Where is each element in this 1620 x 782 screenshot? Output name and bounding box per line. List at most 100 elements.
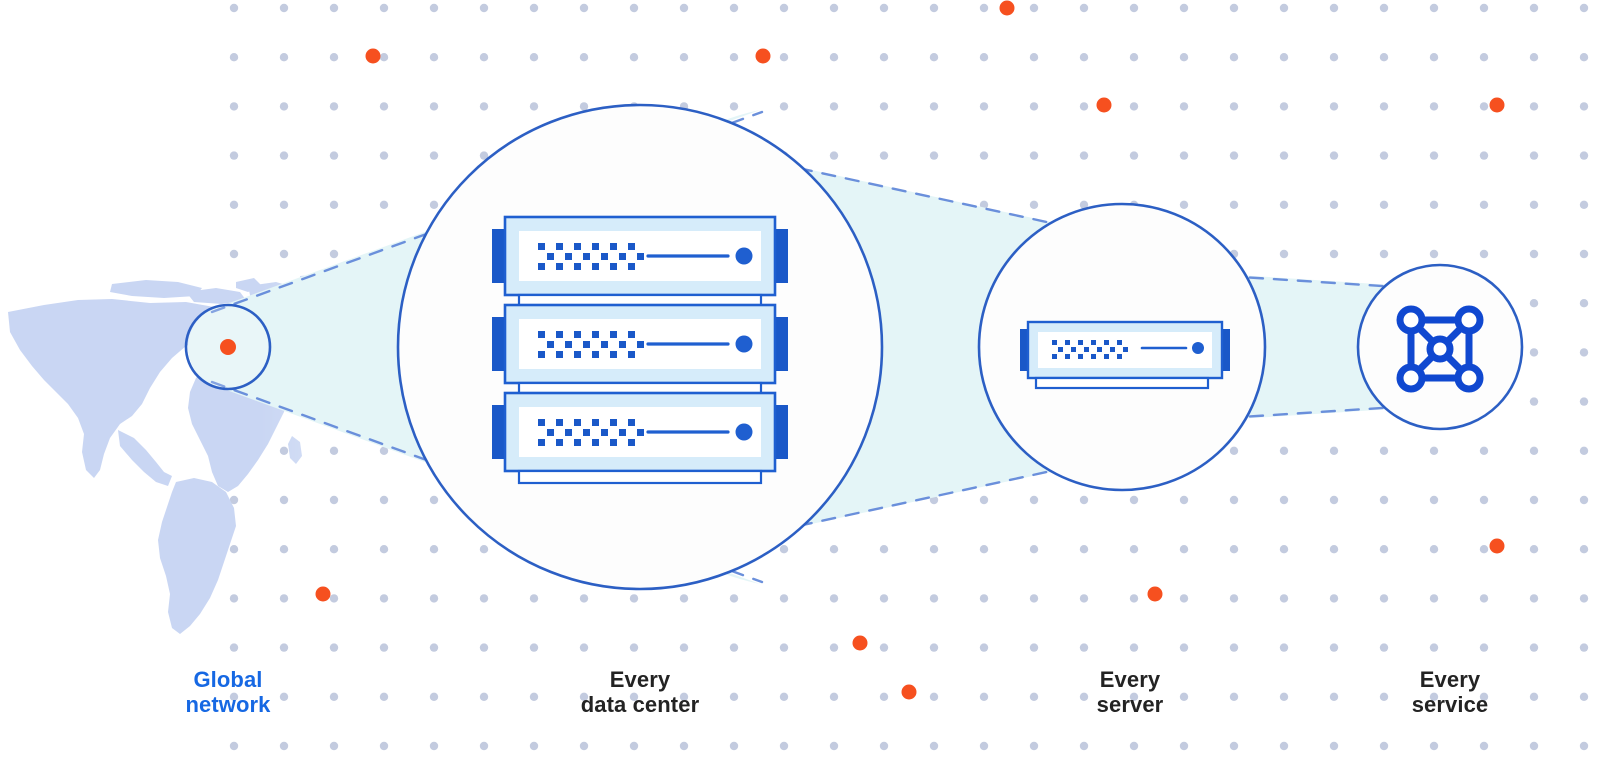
grid-dot [729,594,739,603]
grid-dot [429,545,439,554]
grid-dot [1579,741,1589,751]
grid-dot [1579,495,1589,505]
grid-dot [1129,495,1139,505]
grid-dot [1029,643,1039,652]
stage-circle-global-network[interactable] [184,303,272,391]
grid-dot [1379,545,1389,554]
grid-dot [629,741,639,751]
grid-dot [479,3,489,13]
grid-dot [879,692,889,701]
grid-dot [1229,3,1239,13]
grid-dot [829,594,839,603]
grid-dot [1229,643,1239,652]
grid-dot [879,594,889,603]
grid-dot [1329,200,1339,209]
grid-dot [429,53,439,62]
network-mesh-icon [1396,305,1484,393]
grid-dot [379,102,389,111]
grid-dot [1579,594,1589,603]
grid-dot [329,741,339,751]
grid-dot [579,102,589,111]
grid-dot [1479,53,1489,62]
grid-dot [1529,53,1539,62]
grid-dot [1429,200,1439,209]
grid-dot [1129,594,1139,603]
grid-dot [1379,102,1389,111]
grid-dot [1329,643,1339,652]
grid-dot [979,594,989,603]
grid-dot [279,151,289,160]
accent-dot [365,48,381,64]
grid-dot [279,53,289,62]
grid-dot [1229,495,1239,505]
grid-dot [1379,151,1389,160]
grid-dot [1379,3,1389,13]
grid-dot [1479,446,1489,455]
grid-dot [379,3,389,13]
grid-dot [1529,594,1539,603]
rack-dot-matrix [538,419,644,446]
grid-dot [979,3,989,13]
grid-dot [1329,495,1339,505]
location-pin-dot [220,339,236,355]
grid-dot [1379,643,1389,652]
grid-dot [929,151,939,160]
grid-dot [879,643,889,652]
grid-dot [1329,53,1339,62]
grid-dot [1229,151,1239,160]
grid-dot [229,692,239,701]
grid-dot [479,151,489,160]
grid-dot [1579,545,1589,554]
grid-dot [1279,545,1289,554]
grid-dot [879,741,889,751]
grid-dot [1529,692,1539,701]
grid-dot [1179,643,1189,652]
grid-dot [429,102,439,111]
grid-dot [1029,594,1039,603]
grid-dot [379,594,389,603]
grid-dot [1379,594,1389,603]
grid-dot [1429,3,1439,13]
grid-dot [1129,102,1139,111]
grid-dot [1479,643,1489,652]
grid-dot [1579,348,1589,357]
grid-dot [779,741,789,751]
grid-dot [479,741,489,751]
grid-dot [1379,741,1389,751]
grid-dot [1579,446,1589,455]
grid-dot [1129,545,1139,554]
grid-dot [729,3,739,13]
grid-dot [1229,200,1239,209]
grid-dot [1079,102,1089,111]
grid-dot [1029,3,1039,13]
grid-dot [779,102,789,111]
grid-dot [1229,102,1239,111]
grid-dot [1279,594,1289,603]
grid-dot [1529,299,1539,308]
grid-dot [1529,200,1539,209]
grid-dot [529,692,539,701]
grid-dot [429,692,439,701]
grid-dot [279,249,289,259]
rack-dot-matrix [538,331,644,358]
grid-dot [679,692,689,701]
grid-dot [429,495,439,505]
grid-dot [329,151,339,160]
grid-dot [829,3,839,13]
grid-dot [229,151,239,160]
grid-dot [1379,249,1389,259]
grid-dot [329,545,339,554]
grid-dot [1029,200,1039,209]
grid-dot [1279,102,1289,111]
grid-dot [1529,3,1539,13]
grid-dot [229,594,239,603]
grid-dot [629,692,639,701]
grid-dot [779,594,789,603]
grid-dot [1529,495,1539,505]
grid-dot [279,3,289,13]
grid-dot [1379,495,1389,505]
accent-dot [755,48,771,64]
grid-dot [329,446,339,455]
